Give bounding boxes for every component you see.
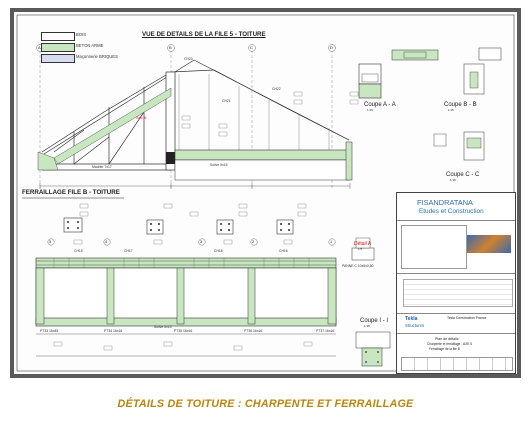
label-ch20: CH20 [184, 57, 193, 61]
axis-label-d: D [330, 45, 333, 50]
image-caption: DÉTAILS DE TOITURE : CHARPENTE ET FERRAI… [117, 398, 414, 410]
sheet-subtitle-1: Charpente et ferraillage - AXE 5 [427, 342, 473, 346]
sheet-title: Plan de détails [435, 337, 459, 341]
label-detail-scale: 1:5 [358, 247, 363, 251]
label-ch18: CH18 [214, 249, 223, 253]
label-madrier: Madrier 7x17 [92, 165, 112, 169]
axis-label-b: B [169, 45, 172, 50]
title-block: FISANDRATANA Etudes et Construction Tekl… [396, 192, 516, 374]
axis-label-3: 3 [200, 239, 203, 244]
label-ch16: CH16 [279, 249, 288, 253]
section-aa-label: Coupe A - A [364, 102, 396, 108]
label-solive: Solive 5x15 [210, 163, 228, 167]
axis-label-5: 5 [49, 239, 52, 244]
drawing-sheet: VUE DE DETAILS DE LA FILE 5 - TOITURE FE… [14, 12, 517, 374]
label-pt36: PT36 16x16 [244, 329, 263, 333]
client-name: Tekla Construction France [447, 316, 487, 320]
company-name: FISANDRATANA [417, 198, 473, 207]
info-grid [401, 225, 467, 269]
legend-swatch-briques [41, 54, 75, 63]
legend-swatch-beton [41, 43, 75, 52]
section-cc-scale: 1:15 [450, 178, 456, 182]
section-cc-label: Coupe C - C [446, 172, 480, 178]
axis-label-1: 1 [330, 239, 333, 244]
section-aa-scale: 1:15 [367, 108, 373, 112]
revision-table [403, 279, 513, 307]
sheet-info-row [401, 357, 513, 371]
project-thumbnail [467, 235, 511, 253]
tb-divider-4 [397, 333, 515, 334]
tekla-structures: Structures [405, 323, 425, 328]
label-ch15: CH15 [74, 249, 83, 253]
tb-divider-1 [397, 220, 515, 221]
section-bb-label: Coupe B - B [444, 102, 477, 108]
tekla-logo: Tekla [405, 316, 418, 322]
axis-label-c: C [250, 45, 253, 50]
label-ch17: CH17 [124, 249, 133, 253]
label-sec-a: Sec A [136, 115, 147, 120]
tb-divider-3 [397, 313, 515, 314]
label-pt33: PT33 16x45 [40, 329, 59, 333]
label-solive-bottom: Solive 5x15 [154, 325, 172, 329]
label-ch21: CH21 [222, 99, 231, 103]
axis-label-a: A [38, 45, 41, 50]
company-subtitle: Etudes et Construction [419, 208, 484, 215]
bottom-view-title: FERRAILLAGE FILE B - TOITURE [22, 189, 120, 196]
label-detail-a: Détail A [354, 241, 372, 247]
section-ii-scale: 1:15 [364, 324, 370, 328]
label-pt35: PT35 16x16 [174, 329, 193, 333]
legend-label-briques: Maçonnerie BRIQUES [76, 54, 118, 59]
label-panne: PANNE C 10x5x0,50 [342, 264, 374, 268]
tb-divider-2 [397, 273, 515, 274]
sheet-subtitle-2: Ferraillage de la file B [429, 347, 460, 351]
axis-label-2: 2 [252, 239, 255, 244]
label-pt34: PT34 16x16 [104, 329, 123, 333]
axis-label-4: 4 [105, 239, 108, 244]
section-ii-label: Coupe I - I [360, 318, 389, 324]
section-bb-scale: 1:15 [448, 108, 454, 112]
legend-label-bois: BOIS [76, 32, 87, 37]
drawing-frame: VUE DE DETAILS DE LA FILE 5 - TOITURE FE… [10, 8, 521, 378]
label-ch22: CH22 [272, 87, 281, 91]
top-view-title: VUE DE DETAILS DE LA FILE 5 - TOITURE [142, 31, 266, 38]
legend-swatch-bois [41, 32, 75, 41]
label-pt37: PT37 16x16 [316, 329, 335, 333]
legend-label-beton: BETON ARME [76, 43, 104, 48]
drawing-lines [16, 14, 515, 372]
